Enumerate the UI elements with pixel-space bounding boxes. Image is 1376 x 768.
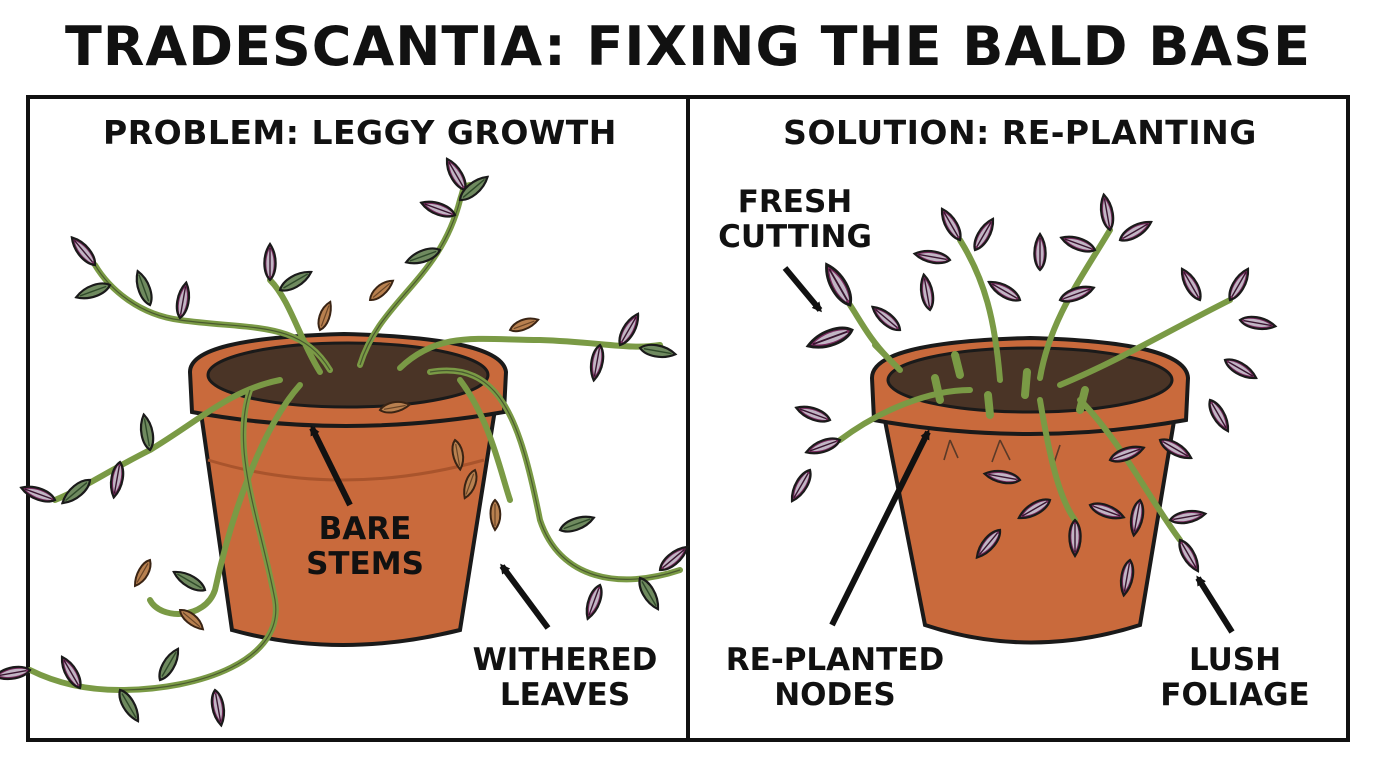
fresh-cutting-arrow-icon	[782, 266, 823, 313]
fresh-cutting-line1: FRESH	[737, 184, 853, 220]
leggy-pot	[187, 331, 509, 647]
main-title: TRADESCANTIA: FIXING THE BALD BASE	[65, 15, 1311, 78]
fresh-cutting	[804, 259, 893, 363]
withered-leaves-arrow-icon	[499, 563, 551, 630]
withered-leaves-line2: LEAVES	[499, 676, 631, 713]
withered-leaves-line1: WITHERED	[472, 642, 658, 678]
lush-foliage-line1: LUSH	[1188, 642, 1282, 678]
fresh-cutting-label: FRESH CUTTING	[705, 185, 885, 254]
bare-stems-arrow-icon	[309, 425, 353, 507]
replanted-nodes-line2: NODES	[774, 676, 896, 713]
replanted-nodes-arrow-icon	[829, 429, 931, 627]
replanted-nodes-line1: RE-PLANTED	[725, 642, 945, 678]
bare-stems-line2: STEMS	[306, 545, 424, 582]
bare-stems-label: BARE STEMS	[285, 512, 445, 581]
bare-stems-line1: BARE	[318, 511, 412, 547]
fresh-cutting-line2: CUTTING	[718, 218, 872, 255]
leggy-stem-outlines	[94, 199, 681, 691]
lush-foliage-label: LUSH FOLIAGE	[1140, 643, 1330, 712]
withered-leaves-label: WITHERED LEAVES	[455, 643, 675, 712]
lush-foliage-arrow-icon	[1195, 575, 1235, 634]
solution-heading: SOLUTION: RE-PLANTING	[783, 113, 1257, 152]
lush-foliage-line2: FOLIAGE	[1160, 676, 1310, 713]
replanted-nodes-label: RE-PLANTED NODES	[700, 643, 970, 712]
problem-heading: PROBLEM: LEGGY GROWTH	[103, 113, 617, 152]
lush-pot	[869, 335, 1191, 645]
solution-panel-frame	[686, 95, 1350, 742]
